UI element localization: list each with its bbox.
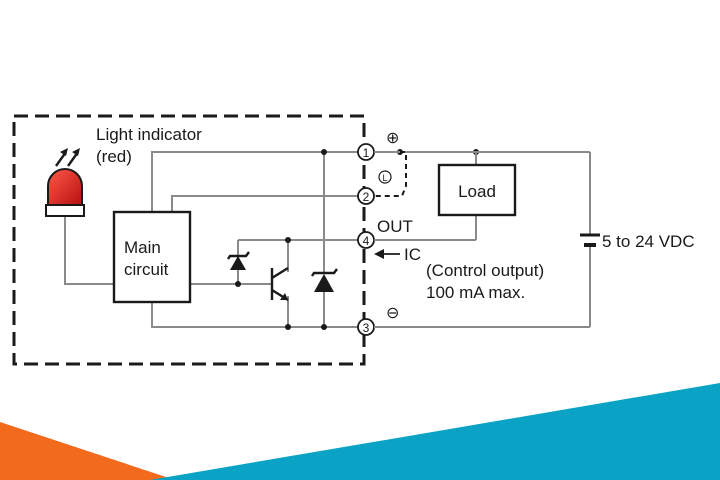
main-circuit-label-line1: Main	[124, 238, 161, 257]
small-zener-diode	[227, 251, 250, 270]
output-transistor	[270, 266, 289, 302]
main-circuit-label-line2: circuit	[124, 260, 169, 279]
load-block: Load	[437, 163, 517, 217]
control-output-rating-label: 100 mA max.	[426, 283, 525, 302]
plus-polarity-icon: ⊕	[386, 130, 399, 147]
terminal-2-polarity-marker: L	[378, 170, 392, 184]
terminal-2-number: 2	[363, 190, 370, 204]
terminal-4: 4	[357, 231, 375, 249]
control-output-label: (Control output)	[426, 261, 544, 280]
large-zener-diode	[311, 268, 338, 292]
terminal-2-polarity-label: L	[382, 173, 387, 183]
terminal-2: 2	[357, 187, 375, 205]
terminal-1-number: 1	[363, 146, 370, 160]
supply-voltage-label: 5 to 24 VDC	[602, 232, 695, 251]
blue-decor-shape	[150, 383, 720, 480]
main-circuit-block: Main circuit	[112, 210, 192, 304]
dc-supply-battery-icon	[580, 233, 600, 247]
terminal-3-number: 3	[363, 321, 370, 335]
terminal-3: 3	[357, 318, 375, 336]
junction-dots	[235, 149, 479, 330]
orange-decor-shape	[0, 422, 175, 480]
ic-arrow-icon	[374, 249, 400, 259]
load-label: Load	[458, 182, 496, 201]
terminal-4-number: 4	[363, 234, 370, 248]
external-wiring	[374, 151, 591, 328]
internal-wiring	[64, 151, 362, 328]
terminal-1: 1	[357, 143, 375, 161]
terminal-4-name-label: OUT	[377, 217, 413, 236]
light-indicator-led-icon	[45, 148, 85, 217]
minus-polarity-icon: ⊖	[386, 305, 399, 322]
control-current-label: IC	[404, 245, 421, 264]
light-indicator-label: Light indicator	[96, 125, 202, 144]
light-indicator-color-label: (red)	[96, 147, 132, 166]
